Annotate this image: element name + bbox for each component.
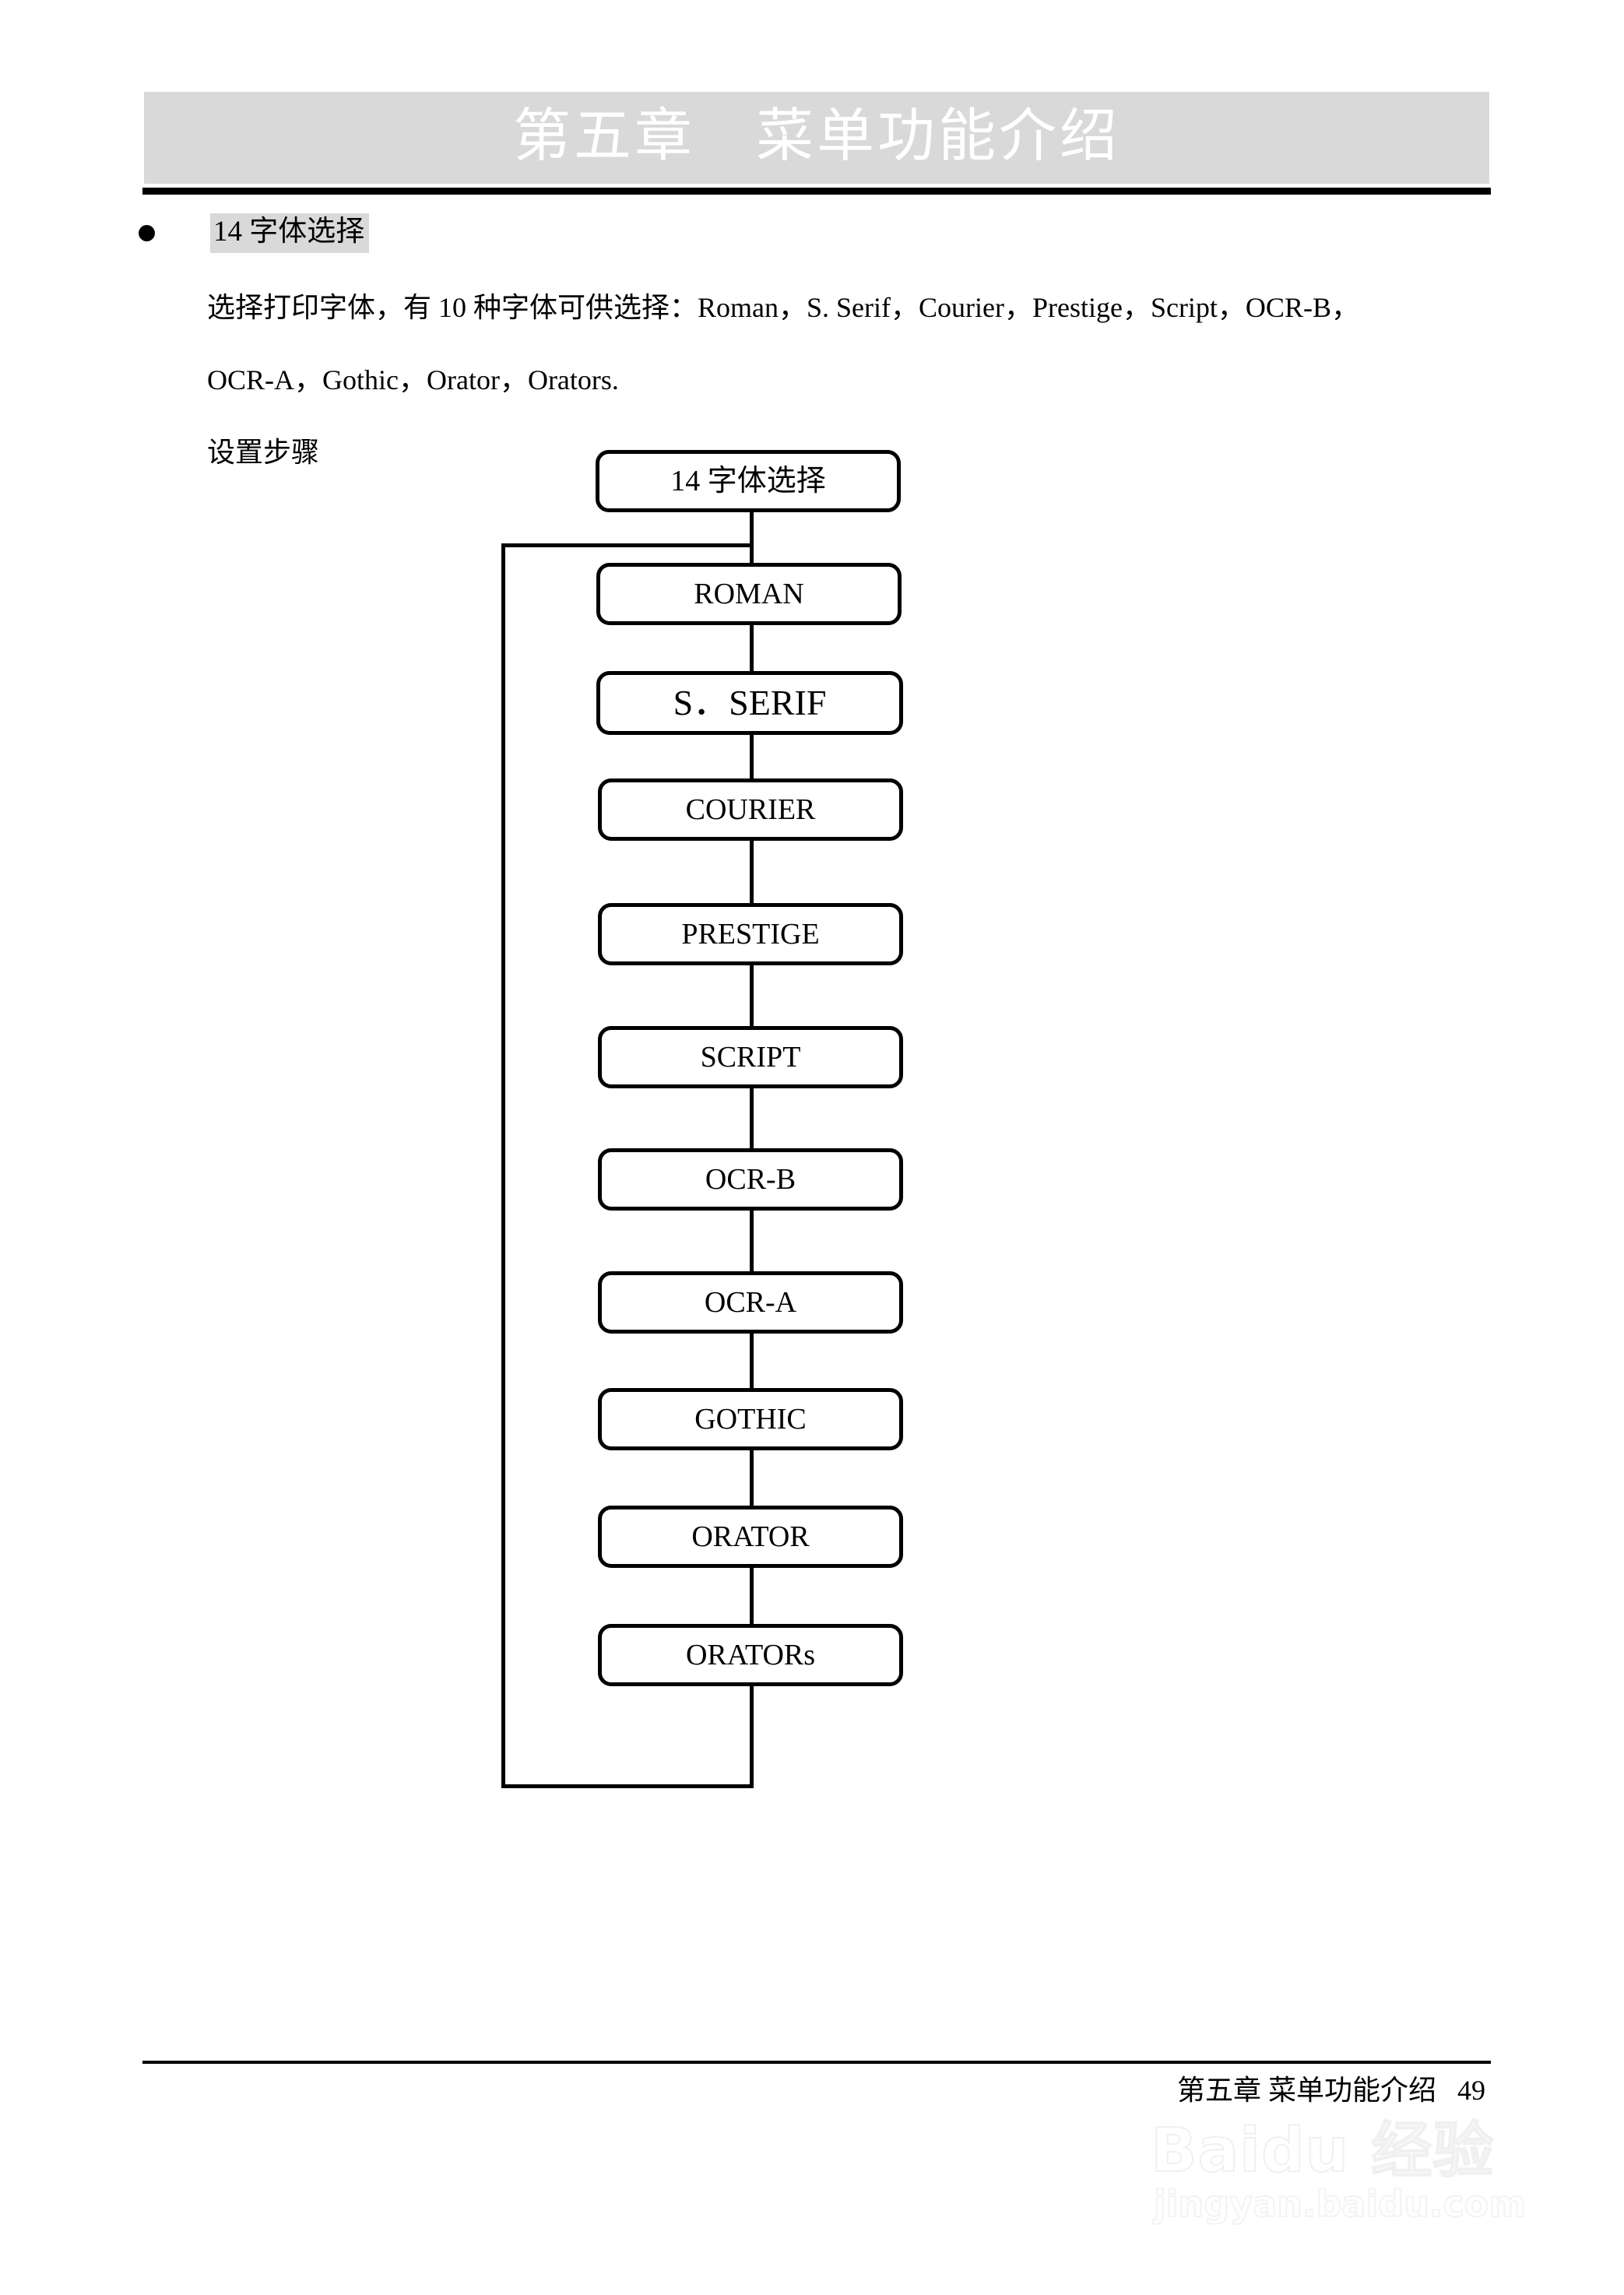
flow-node: SCRIPT <box>598 1026 903 1088</box>
flow-connector <box>750 965 754 1026</box>
flow-connector <box>501 543 505 1788</box>
flow-connector <box>750 625 754 671</box>
header-rule <box>142 188 1491 195</box>
flow-node: OCR-B <box>598 1148 903 1211</box>
flow-connector <box>750 1568 754 1624</box>
footer-rule <box>142 2061 1491 2064</box>
footer-text: 第五章 菜单功能介绍 49 <box>1176 2075 1485 2106</box>
flow-connector <box>750 1686 754 1788</box>
flow-connector <box>501 543 754 547</box>
flow-node: PRESTIGE <box>598 903 903 965</box>
flow-node: ORATOR <box>598 1506 903 1568</box>
chapter-banner: 第五章 菜单功能介绍 <box>144 92 1489 184</box>
watermark-logo-text: Baidu 经验 <box>1150 2115 1495 2187</box>
section-heading-label: 14 字体选择 <box>210 213 370 253</box>
flow-connector <box>750 1450 754 1506</box>
flow-node: S．SERIF <box>596 671 903 735</box>
flow-connector <box>750 1088 754 1148</box>
paragraph-line-1: 选择打印字体，有 10 种字体可供选择：Roman，S. Serif，Couri… <box>207 292 1359 323</box>
chapter-banner-title: 第五章 菜单功能介绍 <box>513 104 1120 169</box>
flow-node: ROMAN <box>596 563 902 625</box>
flow-connector <box>501 1784 754 1788</box>
flow-node: GOTHIC <box>598 1388 903 1450</box>
flow-node: ORATORs <box>598 1624 903 1686</box>
bullet-dot-icon <box>139 225 155 241</box>
setup-steps-label: 设置步骤 <box>207 437 320 468</box>
flow-connector <box>750 1334 754 1388</box>
flow-connector <box>750 735 754 778</box>
watermark-url-text: jingyan.baidu.com <box>1153 2182 1527 2226</box>
bullet-heading: 14 字体选择 <box>139 213 917 253</box>
paragraph-line-2: OCR-A，Gothic，Orator，Orators. <box>207 364 619 395</box>
flow-node: 14 字体选择 <box>596 450 901 512</box>
flow-connector <box>750 512 754 563</box>
flow-connector <box>750 841 754 903</box>
flow-node: COURIER <box>598 778 903 841</box>
flow-node: OCR-A <box>598 1271 903 1334</box>
watermark: Baidu 经验 jingyan.baidu.com <box>1150 2102 1555 2258</box>
flow-connector <box>750 1211 754 1271</box>
